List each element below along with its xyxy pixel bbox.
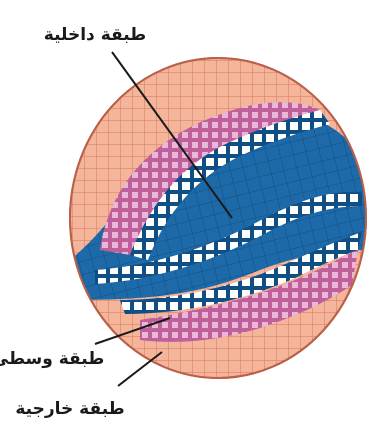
ectoderm-leader [118,352,162,386]
label-ectoderm: طبقة خارجية [15,399,124,419]
label-mesoderm: طبقة وسطى [0,349,104,369]
label-endoderm: طبقة داخلية [44,25,146,45]
